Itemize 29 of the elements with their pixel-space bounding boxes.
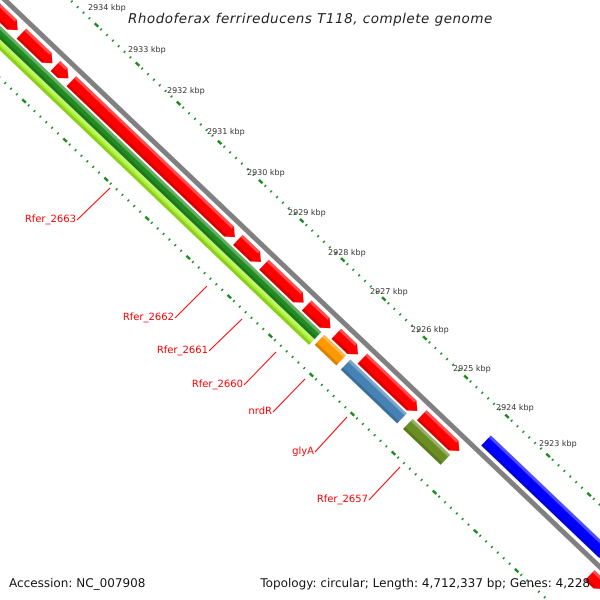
tick-label: 2929 kbp bbox=[288, 208, 326, 218]
leader-line bbox=[208, 318, 242, 352]
genome-summary-text: Topology: circular; Length: 4,712,337 bp; Genes: 4,228 bbox=[260, 575, 590, 592]
gene-label: Rfer_2660 bbox=[192, 379, 243, 391]
tick-label: 2931 kbp bbox=[207, 127, 245, 137]
tick-label: 2925 kbp bbox=[453, 364, 491, 374]
leader-line bbox=[174, 286, 208, 318]
tick-label: 2926 kbp bbox=[411, 325, 449, 335]
leader-line bbox=[76, 188, 110, 220]
tick-label: 2924 kbp bbox=[496, 403, 534, 413]
gene-label: Rfer_2657 bbox=[316, 494, 368, 506]
tick-label: 2933 kbp bbox=[128, 45, 166, 55]
gene-label: nrdR bbox=[248, 406, 272, 418]
tick-label: 2928 kbp bbox=[328, 248, 366, 258]
tick-label: 2930 kbp bbox=[247, 168, 285, 178]
gene-label: Rfer_2663 bbox=[24, 214, 76, 226]
accession-text: Accession: NC_007908 bbox=[9, 575, 146, 592]
tick-label: 2934 kbp bbox=[88, 3, 126, 13]
leader-line bbox=[244, 352, 276, 386]
tick-label: 2932 kbp bbox=[167, 86, 205, 96]
gene-label: Rfer_2661 bbox=[156, 345, 208, 357]
leader-line bbox=[272, 378, 306, 412]
leader-line bbox=[368, 466, 400, 500]
title: Rhodoferax ferrireducens T118, complete genome bbox=[128, 10, 493, 29]
gene-label: Rfer_2662 bbox=[122, 312, 174, 324]
leader-line bbox=[314, 416, 348, 452]
tick-label: 2927 kbp bbox=[370, 287, 408, 297]
gene-label: glyA bbox=[292, 446, 314, 458]
tick-label: 2923 kbp bbox=[539, 439, 577, 449]
